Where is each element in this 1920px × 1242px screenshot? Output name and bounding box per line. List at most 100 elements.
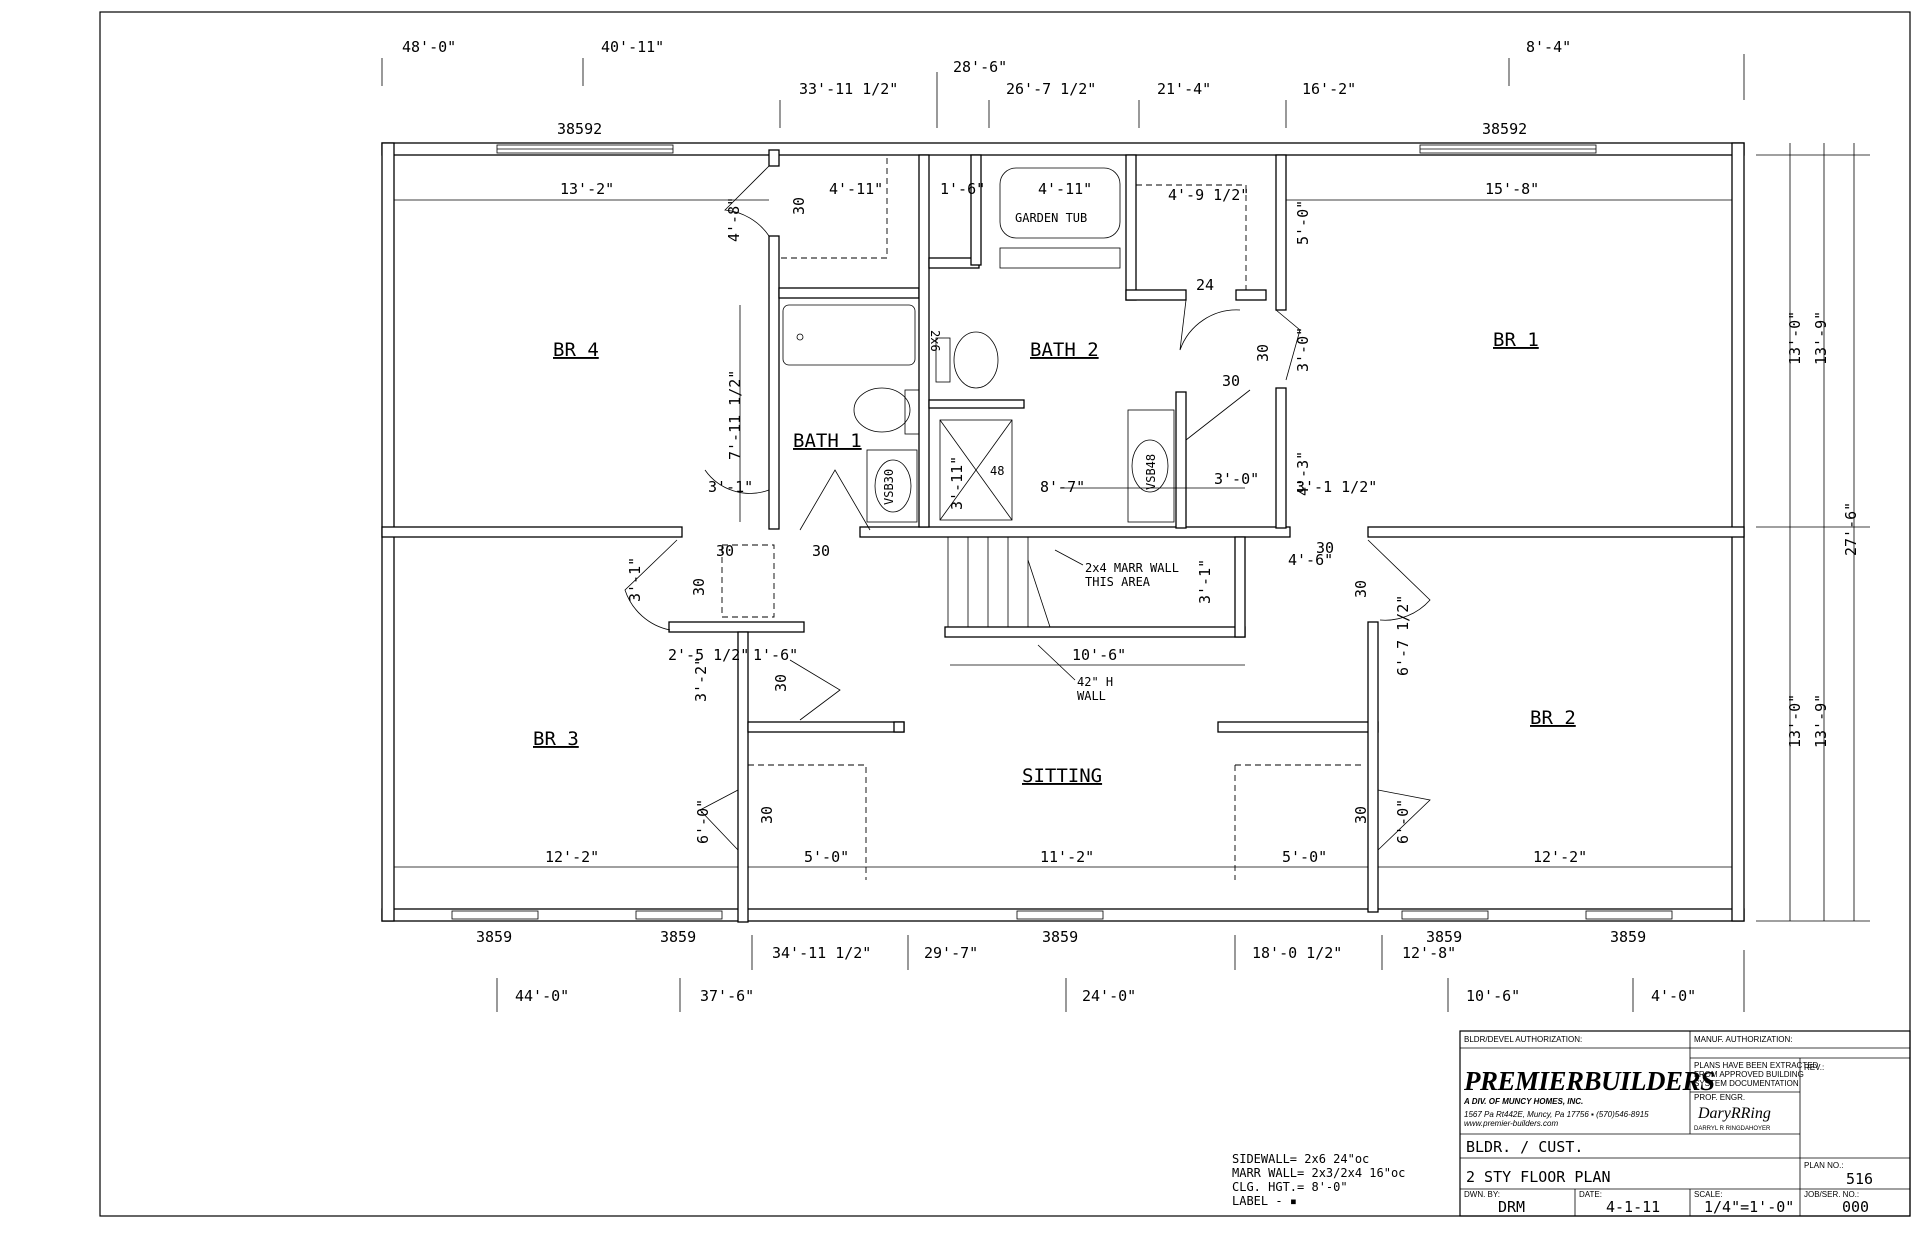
- dim-br2-6-0: 6'-0": [1394, 799, 1412, 844]
- dim-garden-tub: 4'-11": [1038, 180, 1092, 198]
- dim-hall-3-0: 3'-0": [1214, 470, 1259, 488]
- bath1-toilet: [853, 387, 911, 433]
- sheet-border: [99, 11, 1911, 1217]
- dim-bottom-24-0: 24'-0": [1082, 987, 1136, 1005]
- legend-label: LABEL - ▪: [1232, 1194, 1297, 1208]
- dim-bath2-width: 8'-7": [1040, 478, 1085, 496]
- room-br3: BR 3: [533, 728, 579, 750]
- dim-28-6: 28'-6": [953, 58, 1007, 76]
- tb-company-address: 1567 Pa Rt442E, Muncy, Pa 17756 ▪ (570)5…: [1464, 1110, 1649, 1119]
- marr-wall-note-2: THIS AREA: [1085, 575, 1151, 589]
- tb-plan-title: 2 STY FLOOR PLAN: [1466, 1168, 1611, 1186]
- marr-wall-note-1: 2x4 MARR WALL: [1085, 561, 1179, 575]
- dim-1-6: 1'-6": [753, 646, 798, 664]
- tb-scale-label: SCALE:: [1694, 1190, 1722, 1199]
- room-sitting: SITTING: [1022, 765, 1102, 787]
- windows-top: [496, 144, 1597, 154]
- tb-plans-note-2: FROM APPROVED BUILDING: [1694, 1070, 1804, 1079]
- closet-dashes: [721, 155, 1365, 880]
- dim-sitting-width: 11'-2": [1040, 848, 1094, 866]
- dim-right-13-0-top: 13'-0": [1786, 311, 1804, 365]
- dim-3-2: 3'-2": [692, 657, 710, 702]
- legend: SIDEWALL= 2x6 24"oc MARR WALL= 2x3/2x4 1…: [1232, 1152, 1405, 1208]
- tb-signature: DaryRRing: [1697, 1105, 1771, 1122]
- dim-hall-3-1-h: 3'-1": [708, 478, 753, 496]
- tb-bldr-auth-label: BLDR/DEVEL AUTHORIZATION:: [1464, 1035, 1582, 1044]
- legend-clg-hgt: CLG. HGT.= 8'-0": [1232, 1180, 1348, 1194]
- tb-plans-note-3: SYSTEM DOCUMENTATION: [1694, 1079, 1799, 1088]
- window-label-bottom-5: 3859: [1610, 928, 1646, 946]
- dim-door-4-8: 4'-8": [725, 197, 743, 242]
- dim-closet-5-0: 5'-0": [1294, 200, 1312, 245]
- dim-br2-6-7: 6'-7 1/2": [1394, 595, 1412, 676]
- dim-num-24: 24: [1196, 276, 1214, 294]
- window-label-bottom-2: 3859: [660, 928, 696, 946]
- dim-bottom-4-0: 4'-0": [1651, 987, 1696, 1005]
- dim-right-13-0-bottom: 13'-0": [1786, 694, 1804, 748]
- dim-br1-width: 15'-8": [1485, 180, 1539, 198]
- dim-door-30-j: 30: [758, 806, 776, 824]
- exterior-walls: [381, 142, 1745, 922]
- fixtures: [782, 167, 1175, 523]
- dim-br3-6-0: 6'-0": [694, 799, 712, 844]
- dim-door-30-e: 30: [812, 542, 830, 560]
- tb-job-label: JOB/SER. NO.:: [1804, 1190, 1859, 1199]
- right-dimensions: [1756, 143, 1870, 922]
- dim-right-13-9-top: 13'-9": [1812, 311, 1830, 365]
- bath1-tub: [782, 304, 916, 366]
- dim-door-30-d: 30: [716, 542, 734, 560]
- legend-marr-wall: MARR WALL= 2x3/2x4 16"oc: [1232, 1166, 1405, 1180]
- dim-bottom-44-0: 44'-0": [515, 987, 569, 1005]
- window-label-top-right: 38592: [1482, 120, 1527, 138]
- dim-hall-3-1-b: 3'-1 1/2": [1296, 478, 1377, 496]
- dim-33-11: 33'-11 1/2": [799, 80, 898, 98]
- room-bath2: BATH 2: [1030, 339, 1099, 361]
- window-label-bottom-1: 3859: [476, 928, 512, 946]
- tb-rev-label: REV.:: [1804, 1063, 1824, 1072]
- dim-bottom-29-7: 29'-7": [924, 944, 978, 962]
- dim-8-4: 8'-4": [1526, 38, 1571, 56]
- tb-date: 4-1-11: [1606, 1198, 1660, 1216]
- shower-label: 48: [990, 464, 1004, 478]
- dim-door-30-h: 30: [1352, 580, 1370, 598]
- tb-company-web: www.premier-builders.com: [1464, 1119, 1558, 1128]
- room-dimensions: [394, 199, 1732, 868]
- garden-tub-label: GARDEN TUB: [1015, 211, 1087, 225]
- dim-right-13-9-bottom: 13'-9": [1812, 694, 1830, 748]
- tb-bldr-cust: BLDR. / CUST.: [1466, 1138, 1583, 1156]
- h-wall-note-2: WALL: [1077, 689, 1106, 703]
- bath2-vanity: [1127, 409, 1175, 523]
- dim-door-30-g: 30: [1316, 539, 1334, 557]
- garden-tub: [999, 167, 1121, 239]
- vsb30-label: VSB30: [882, 469, 896, 505]
- dim-bottom-10-6: 10'-6": [1466, 987, 1520, 1005]
- tb-manuf-auth-label: MANUF. AUTHORIZATION:: [1694, 1035, 1793, 1044]
- dim-closet-4-9: 4'-9 1/2": [1168, 186, 1249, 204]
- dim-br2-width: 12'-2": [1533, 848, 1587, 866]
- room-br2: BR 2: [1530, 707, 1576, 729]
- tb-dwn-by-label: DWN. BY:: [1464, 1190, 1500, 1199]
- dim-door-30-b: 30: [1254, 344, 1272, 362]
- doors: [624, 165, 1431, 851]
- dim-br4-width: 13'-2": [560, 180, 614, 198]
- tb-date-label: DATE:: [1579, 1190, 1602, 1199]
- tb-company-sub: A DIV. OF MUNCY HOMES, INC.: [1463, 1097, 1583, 1106]
- title-block: [1459, 1030, 1911, 1217]
- dim-40-11: 40'-11": [601, 38, 664, 56]
- tb-company-logo: PREMIERBUILDERS: [1463, 1066, 1715, 1096]
- windows-bottom: [451, 910, 1673, 920]
- dim-hall-4-3: 4'-3": [1294, 451, 1312, 496]
- dim-hall-3-1-v: 3'-1": [626, 557, 644, 602]
- dim-bottom-37-6: 37'-6": [700, 987, 754, 1005]
- window-label-bottom-3: 3859: [1042, 928, 1078, 946]
- dim-16-2: 16'-2": [1302, 80, 1356, 98]
- dim-br3-width: 12'-2": [545, 848, 599, 866]
- tb-job: 000: [1842, 1198, 1869, 1216]
- dim-bath1-height: 7'-11 1/2": [726, 370, 744, 460]
- dim-closet-right: 5'-0": [1282, 848, 1327, 866]
- dim-door-30-c: 30: [1222, 372, 1240, 390]
- bath1-vanity: [866, 449, 918, 523]
- window-label-top-left: 38592: [557, 120, 602, 138]
- room-br1: BR 1: [1493, 329, 1539, 351]
